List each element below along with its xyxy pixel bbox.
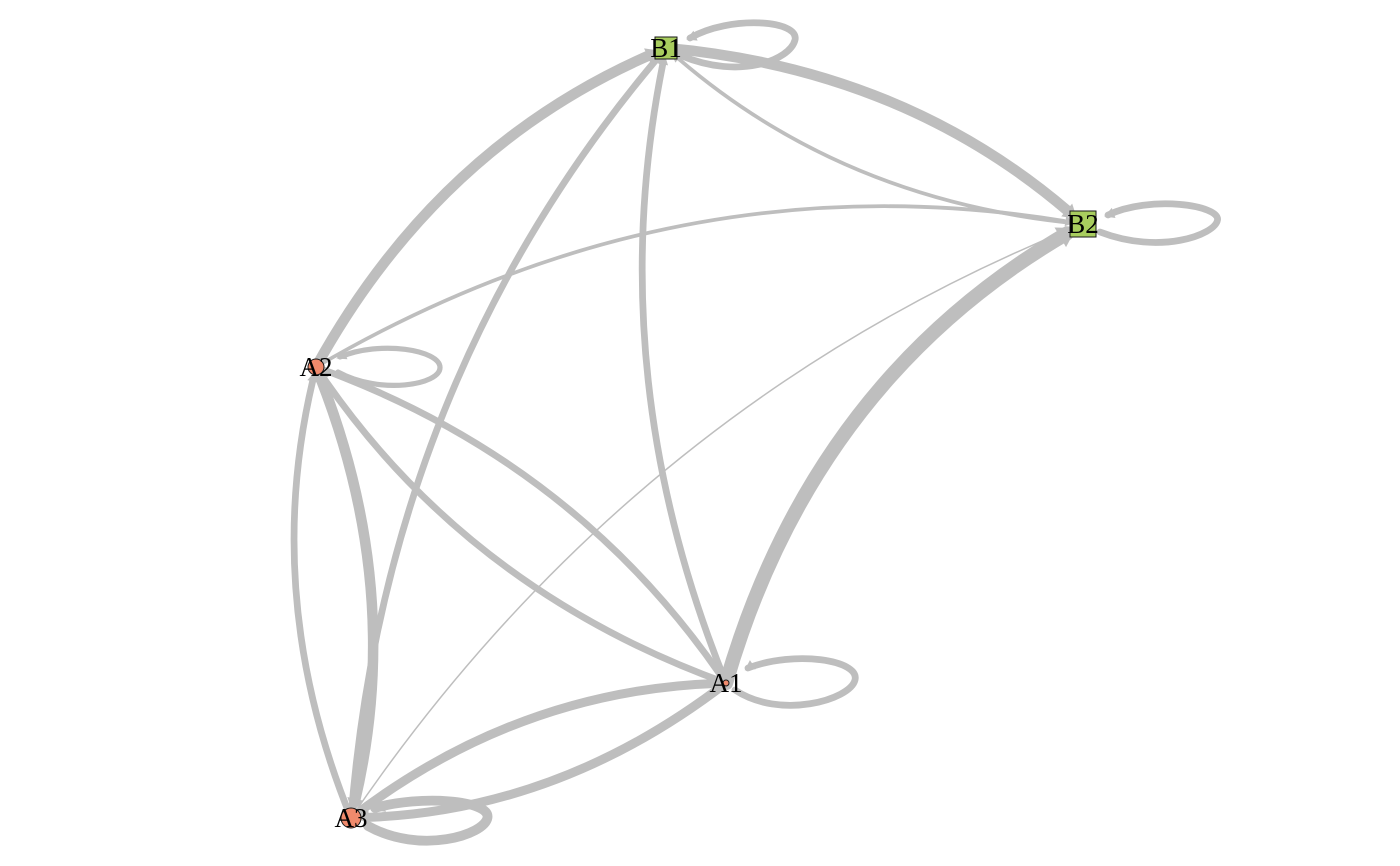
node-label-a3: A3 [335, 803, 368, 833]
edge-layer [290, 19, 1221, 846]
node-label-a2: A2 [300, 352, 333, 382]
node-b2[interactable] [1069, 210, 1097, 238]
edge-A3-to-B1 [347, 53, 662, 822]
edge-B1-to-B2 [660, 42, 1078, 219]
edge-B2-to-B1 [671, 52, 1085, 226]
edge-A2-to-A2 [335, 345, 443, 389]
node-layer [307, 36, 1097, 829]
edge-A3-to-A1 [346, 676, 725, 823]
node-b1[interactable] [654, 36, 678, 60]
node-label-a1: A1 [710, 668, 743, 698]
edge-A3-to-A3 [363, 795, 493, 846]
edge-A1-to-B2 [718, 226, 1077, 691]
node-label-b2: B2 [1067, 209, 1099, 239]
edge-A1-to-A1 [731, 655, 859, 709]
edge-B2-to-B2 [1096, 200, 1221, 246]
edge-A1-to-A3 [356, 678, 731, 825]
edge-B1-to-B1 [678, 19, 799, 71]
edge-A2-to-B2 [314, 204, 1076, 369]
node-label-b1: B1 [650, 33, 682, 63]
node-a3[interactable] [340, 807, 362, 829]
node-a1[interactable] [722, 679, 730, 687]
edge-A3-to-B2 [350, 226, 1076, 819]
node-a2[interactable] [307, 358, 325, 376]
